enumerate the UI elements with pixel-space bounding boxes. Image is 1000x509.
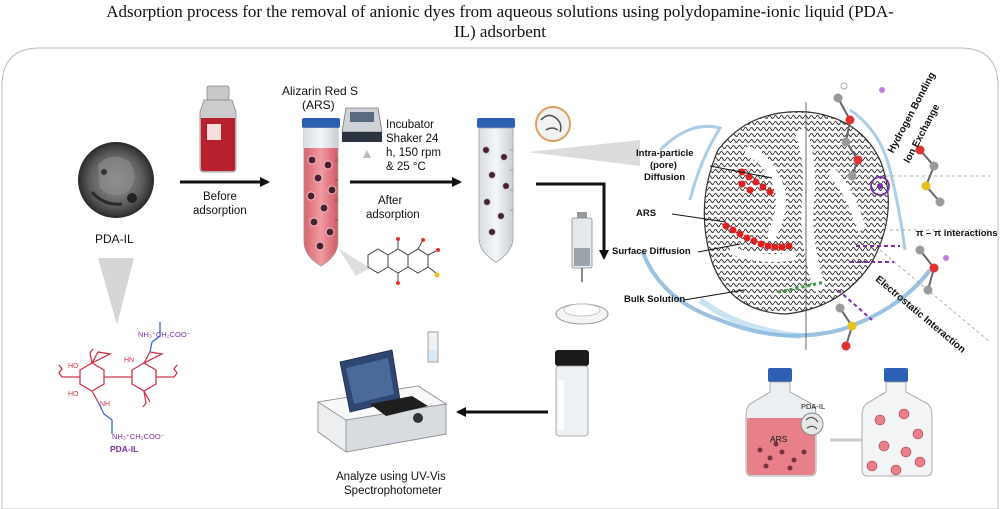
- before-adsorption-label-1: Before: [203, 191, 237, 203]
- syringe-filter-icon: [555, 212, 609, 325]
- tube-after-adsorption: [477, 118, 515, 263]
- ars-stock-bottle: [199, 85, 237, 173]
- pi-pi-label: π – π interactions: [916, 228, 998, 239]
- ars-mechanism-label: ARS: [636, 208, 657, 219]
- incubator-label-3: h, 150 rpm: [386, 147, 441, 159]
- intra-particle-label-1: Intra-particle: [636, 148, 694, 159]
- zoom-funnel-left: [98, 258, 134, 325]
- surface-diffusion-label: Surface Diffusion: [612, 246, 691, 257]
- mechanism-illustration: [640, 82, 991, 351]
- molecule-funnel: [338, 248, 370, 276]
- analyze-label-2: Spectrophotometer: [344, 485, 442, 497]
- incubator-shaker-icon: [341, 107, 383, 158]
- arrow-to-syringe: [536, 182, 609, 260]
- adsorbent-particle-icon: [535, 106, 571, 142]
- bottle-before-ars: [745, 368, 817, 477]
- analyze-label-1: Analyze using UV-Vis: [336, 471, 446, 483]
- structure-oh-top: HO: [68, 363, 79, 370]
- intra-particle-label-2: (pore): [650, 160, 677, 171]
- incubator-label-1: Incubator: [386, 119, 434, 131]
- uv-vis-spectrophotometer-icon: [316, 331, 448, 453]
- incubator-label-2: Shaker 24: [386, 133, 439, 145]
- tube-with-ars: [302, 118, 340, 267]
- bottle-ars-label: ARS: [770, 434, 788, 444]
- ars-abbrev-label: (ARS): [302, 98, 335, 112]
- bottle-pda-label: PDA-IL: [801, 402, 826, 411]
- intra-particle-label-3: Diffusion: [644, 172, 686, 183]
- title-line-2: IL) adsorbent: [453, 22, 547, 41]
- dye-molecules-ball-stick: [833, 82, 949, 351]
- alizarin-red-label: Alizarin Red S: [282, 84, 359, 98]
- structure-name-label: PDA-IL: [110, 444, 139, 454]
- structure-oh-bottom: HO: [68, 391, 79, 398]
- pda-il-label: PDA-IL: [95, 232, 134, 246]
- structure-bottom-group: NH₃⁺CH₂COO⁻: [112, 432, 165, 441]
- incubator-label-4: & 25 °C: [386, 161, 426, 173]
- title-line-1: Adsorption process for the removal of an…: [106, 2, 894, 21]
- bottle-after-treatment: [861, 368, 933, 477]
- zoom-wedge-right: [528, 140, 640, 166]
- ars-molecule-structure: [367, 241, 437, 281]
- after-adsorption-label-1: After: [378, 195, 403, 207]
- pda-il-chemical-structure: [62, 351, 174, 403]
- structure-hn: HN: [124, 357, 135, 364]
- structure-nh: NH: [100, 401, 111, 408]
- pda-il-sem-image: [78, 142, 154, 218]
- structure-top-group: NH₃⁺CH₂COO⁻: [138, 330, 191, 339]
- after-adsorption-label-2: adsorption: [366, 209, 420, 221]
- bulk-solution-label: Bulk Solution: [624, 294, 686, 305]
- before-adsorption-label-2: adsorption: [193, 205, 247, 217]
- filtered-sample-vial: [555, 350, 589, 437]
